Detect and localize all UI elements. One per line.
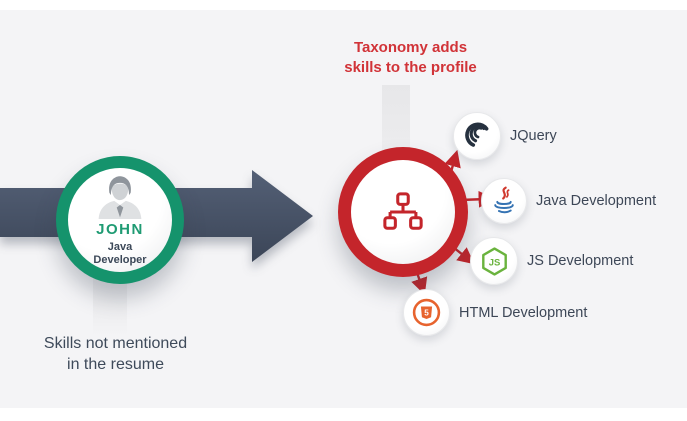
skill-item-html: 5 HTML Development (403, 289, 587, 336)
skill-badge-html: 5 (403, 289, 450, 336)
jquery-icon (465, 122, 491, 148)
right-vertical-ribbon (382, 85, 410, 157)
caption-line1: Skills not mentioned (43, 335, 188, 352)
skill-item-js: JS JS Development (470, 237, 633, 285)
skill-badge-jquery (453, 112, 501, 160)
hierarchy-icon (383, 192, 423, 230)
skill-label: JQuery (510, 128, 557, 144)
annotation-line2: skills to the profile (344, 59, 477, 76)
skill-label: JS Development (527, 253, 634, 269)
skill-item-jquery: JQuery (453, 112, 557, 160)
caption-line2: in the resume (67, 356, 164, 373)
profile-name: JOHN (96, 221, 144, 238)
java-icon (494, 186, 514, 214)
skill-item-java: Java Development (481, 178, 656, 224)
person-icon (98, 176, 142, 219)
skill-badge-java (481, 178, 527, 224)
profile-role: Java Developer (93, 241, 147, 266)
profile-circle-inner: JOHN Java Developer (68, 168, 172, 272)
profile-circle: JOHN Java Developer (56, 156, 184, 284)
skill-label: Java Development (536, 193, 657, 209)
js-hexagon-icon: JS (481, 246, 507, 276)
taxonomy-circle-inner (351, 160, 455, 264)
skill-badge-js: JS (470, 237, 518, 285)
taxonomy-circle (338, 147, 468, 277)
annotation-line1: Taxonomy adds (353, 39, 468, 56)
svg-text:JS: JS (488, 257, 500, 268)
caption-skills-missing: Skills not mentioned in the resume (23, 333, 208, 375)
annotation-taxonomy: Taxonomy adds skills to the profile (318, 38, 503, 78)
html5-icon: 5 (412, 298, 441, 327)
skill-label: HTML Development (459, 304, 588, 321)
svg-text:5: 5 (424, 309, 429, 318)
